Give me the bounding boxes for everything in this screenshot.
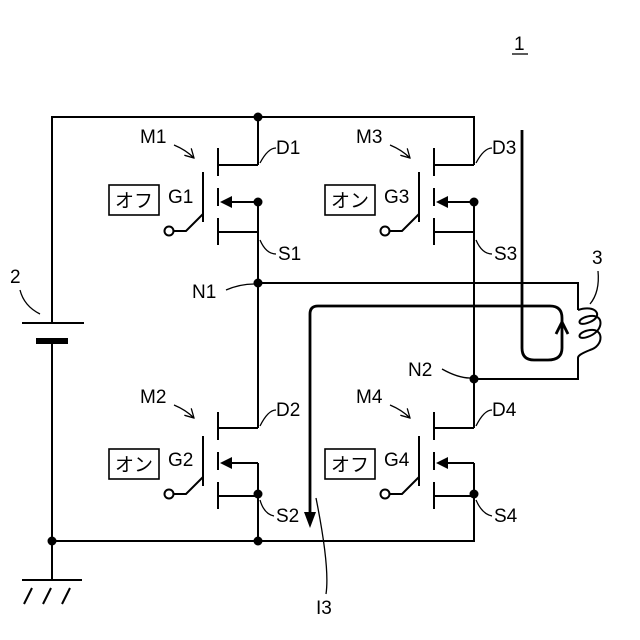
- m4-name-label: M4: [356, 387, 383, 408]
- m3-body-arrow: [436, 196, 448, 208]
- m3-source-leader: [476, 240, 492, 254]
- m2-gate-terminal: [165, 490, 174, 499]
- m1-source-label: S1: [278, 244, 301, 265]
- junction-top-m1: [254, 113, 263, 122]
- m2-gate-lead: [173, 477, 203, 494]
- m2-name-label: M2: [140, 387, 166, 408]
- m1-gate-terminal: [165, 227, 174, 236]
- m2-source-label: S2: [276, 506, 299, 527]
- m4-drain-leader: [476, 410, 492, 426]
- m1-body-dot: [254, 198, 263, 207]
- m2-drain-label: D2: [276, 400, 300, 421]
- m4-gate-label: G4: [384, 450, 410, 471]
- m2-drain-leader: [260, 410, 276, 426]
- current-arrowhead-bottom: [304, 512, 316, 528]
- figure-number: 1: [514, 34, 525, 55]
- current-label: I3: [316, 598, 332, 619]
- junction-bottom-m2: [254, 537, 263, 546]
- m3-state-label: オン: [331, 190, 369, 212]
- m1-name-leader: [174, 145, 194, 158]
- m4-source-label: S4: [494, 506, 518, 527]
- node-n2-leader: [442, 369, 470, 378]
- node-n1-label: N1: [192, 282, 216, 303]
- m4-state-label: オフ: [331, 454, 369, 476]
- node-n1-dot: [254, 279, 263, 288]
- m2-source-stub: [218, 463, 258, 496]
- m3-gate-terminal: [381, 227, 390, 236]
- top-rail-wire: [52, 117, 474, 323]
- n2-coil-wire: [474, 358, 578, 379]
- battery-negative-plate: [36, 338, 68, 344]
- m2-name-leader: [174, 405, 194, 418]
- node-n2-label: N2: [408, 360, 432, 381]
- m2-source-leader: [260, 500, 274, 516]
- m3-source-label: S3: [494, 244, 517, 265]
- m3-gate-label: G3: [384, 187, 409, 208]
- m3-drain-label: D3: [492, 138, 516, 159]
- m4-body-dot: [470, 490, 479, 499]
- current-leader: [316, 498, 327, 594]
- coil-winding: [578, 308, 601, 358]
- ground-hatch-1: [24, 588, 32, 604]
- m3-drain-leader: [476, 148, 492, 163]
- m3-body-dot: [470, 198, 479, 207]
- m4-gate-terminal: [381, 490, 390, 499]
- m1-drain-leader: [260, 148, 276, 163]
- m1-body-arrow: [220, 196, 232, 208]
- m1-drain-label: D1: [276, 138, 300, 159]
- coil-leader: [590, 271, 598, 304]
- power-source-leader: [20, 290, 40, 314]
- coil-label: 3: [592, 248, 603, 269]
- m3-source-stub: [434, 202, 474, 232]
- m4-gate-lead: [389, 477, 419, 494]
- m4-source-stub: [434, 463, 474, 496]
- m1-source-leader: [260, 240, 276, 254]
- ground-hatch-2: [43, 588, 51, 604]
- coil-symbol: [578, 308, 601, 358]
- power-source-label: 2: [10, 267, 21, 288]
- m1-gate-label: G1: [168, 187, 193, 208]
- m3-gate-lead: [389, 214, 419, 231]
- m3-name-label: M3: [356, 127, 382, 148]
- m1-source-stub: [218, 202, 258, 232]
- m4-name-leader: [390, 405, 410, 418]
- m1-gate-lead: [173, 214, 203, 231]
- m2-gate-label: G2: [168, 450, 193, 471]
- node-n1-leader: [226, 284, 254, 290]
- wiring: [22, 117, 578, 604]
- m2-state-label: オン: [115, 454, 153, 476]
- m1-state-label: オフ: [115, 190, 153, 212]
- junction-ground: [48, 537, 57, 546]
- ground-hatch-3: [62, 588, 70, 604]
- m3-name-leader: [390, 145, 410, 158]
- m4-body-arrow: [436, 457, 448, 469]
- m2-body-dot: [254, 490, 263, 499]
- m2-body-arrow: [220, 457, 232, 469]
- m4-source-leader: [476, 500, 492, 516]
- node-n2-dot: [470, 375, 479, 384]
- battery-symbol: [22, 323, 84, 344]
- m1-name-label: M1: [140, 127, 166, 148]
- m4-drain-label: D4: [492, 400, 517, 421]
